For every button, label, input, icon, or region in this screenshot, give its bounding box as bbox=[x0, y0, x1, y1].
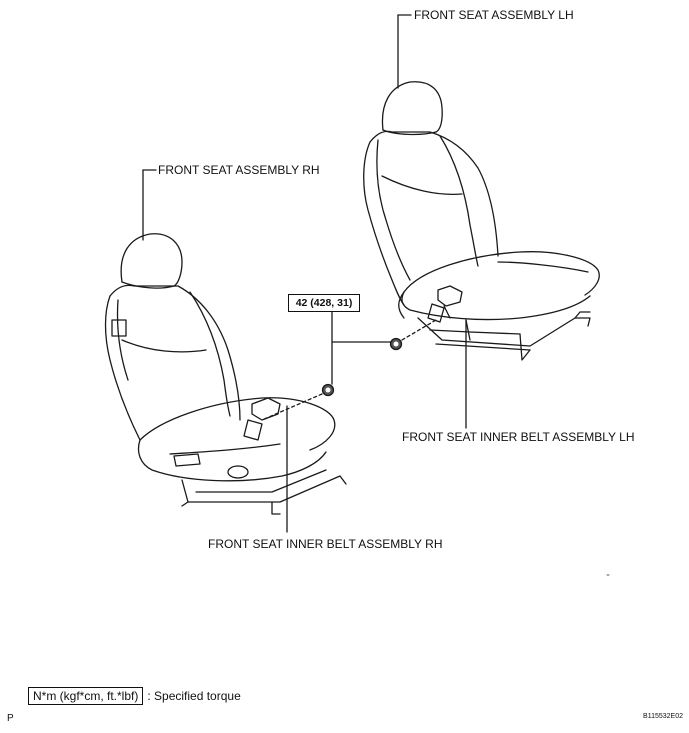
rh-seat-drawing bbox=[104, 169, 347, 533]
torque-callout bbox=[261, 311, 437, 421]
legend-text: : Specified torque bbox=[147, 689, 241, 703]
lh-seat-drawing bbox=[363, 14, 600, 429]
legend: N*m (kgf*cm, ft.*lbf) : Specified torque bbox=[28, 686, 241, 706]
rh-belt-label: FRONT SEAT INNER BELT ASSEMBLY RH bbox=[208, 537, 443, 551]
rh-seat-label: FRONT SEAT ASSEMBLY RH bbox=[158, 163, 320, 177]
illustration-code: B115532E02 bbox=[643, 713, 683, 720]
lh-seat-label: FRONT SEAT ASSEMBLY LH bbox=[414, 8, 574, 22]
torque-spec-box: 42 (428, 31) bbox=[288, 294, 360, 312]
corner-letter: P bbox=[7, 713, 14, 724]
lh-belt-label: FRONT SEAT INNER BELT ASSEMBLY LH bbox=[402, 430, 635, 444]
legend-unit-box: N*m (kgf*cm, ft.*lbf) bbox=[28, 687, 144, 705]
